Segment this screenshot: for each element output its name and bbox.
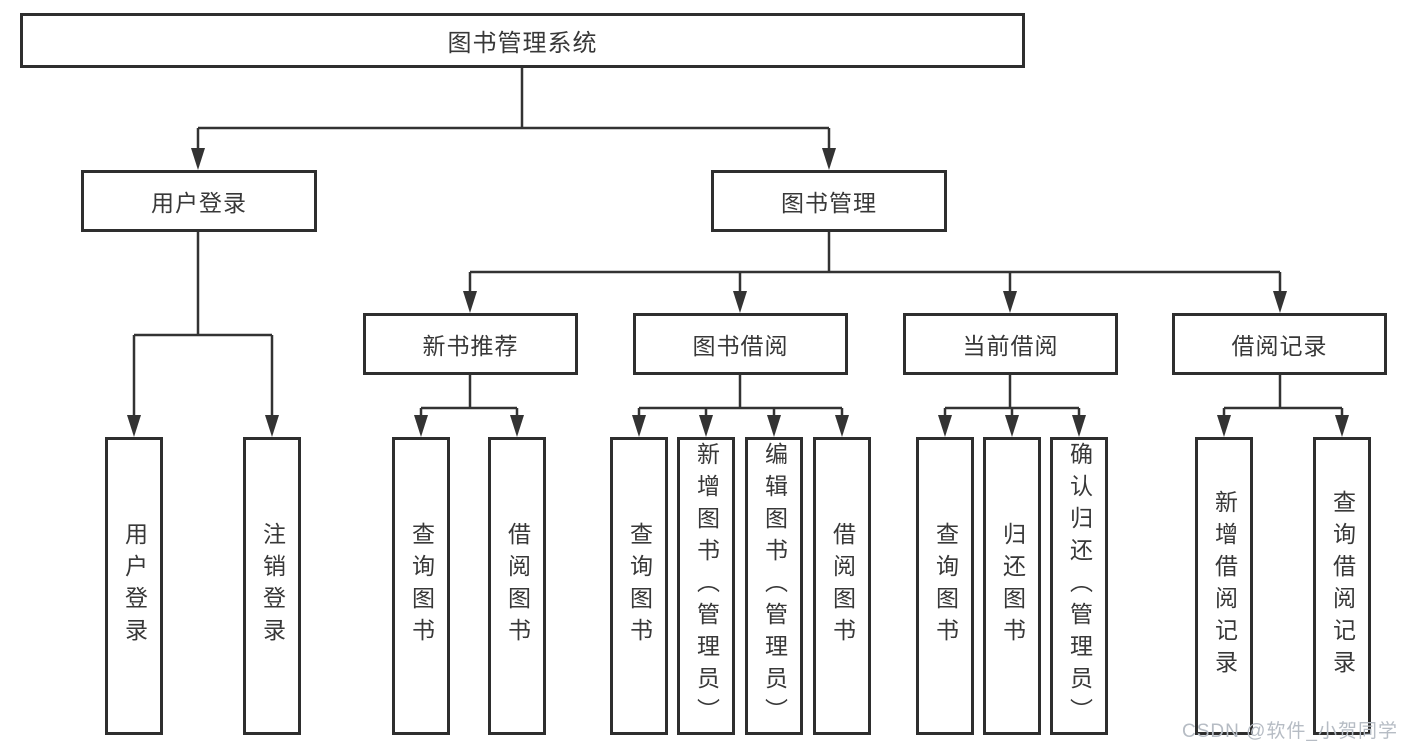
leaf-borrow-books-1: 借阅图书	[488, 437, 546, 735]
node-user-login: 用户登录	[81, 170, 317, 232]
leaf-confirm-return-admin-label: 确认归还（管理员）	[1066, 442, 1093, 730]
leaf-query-books-1: 查询图书	[392, 437, 450, 735]
leaf-return-books: 归还图书	[983, 437, 1041, 735]
leaf-borrow-books-2: 借阅图书	[813, 437, 871, 735]
leaf-query-books-3: 查询图书	[916, 437, 974, 735]
node-book-management: 图书管理	[711, 170, 947, 232]
node-root-label: 图书管理系统	[447, 30, 598, 57]
leaf-query-books-3-label: 查询图书	[932, 522, 959, 650]
watermark: CSDN @软件_小贺同学	[1182, 721, 1398, 742]
leaf-add-borrow-record-label: 新增借阅记录	[1211, 490, 1238, 682]
leaf-edit-book-admin-label: 编辑图书（管理员）	[761, 442, 788, 730]
node-book-borrow: 图书借阅	[633, 313, 848, 375]
node-book-borrow-label: 图书借阅	[692, 333, 789, 359]
leaf-query-borrow-record-label: 查询借阅记录	[1329, 490, 1356, 682]
node-book-management-label: 图书管理	[781, 190, 877, 216]
node-root: 图书管理系统	[20, 13, 1025, 68]
leaf-return-books-label: 归还图书	[999, 522, 1026, 650]
node-new-book-recommend: 新书推荐	[363, 313, 578, 375]
leaf-add-book-admin-label: 新增图书（管理员）	[693, 442, 720, 730]
node-user-login-label: 用户登录	[151, 190, 247, 216]
node-new-book-recommend-label: 新书推荐	[422, 333, 519, 359]
leaf-user-login-label: 用户登录	[121, 522, 148, 650]
leaf-add-book-admin: 新增图书（管理员）	[677, 437, 735, 735]
node-current-borrow: 当前借阅	[903, 313, 1118, 375]
leaf-query-books-1-label: 查询图书	[408, 522, 435, 650]
leaf-edit-book-admin: 编辑图书（管理员）	[745, 437, 803, 735]
node-current-borrow-label: 当前借阅	[962, 333, 1059, 359]
node-borrow-records: 借阅记录	[1172, 313, 1387, 375]
leaf-borrow-books-1-label: 借阅图书	[504, 522, 531, 650]
leaf-add-borrow-record: 新增借阅记录	[1195, 437, 1253, 735]
node-borrow-records-label: 借阅记录	[1231, 333, 1328, 359]
leaf-logout: 注销登录	[243, 437, 301, 735]
leaf-query-books-2: 查询图书	[610, 437, 668, 735]
leaf-logout-label: 注销登录	[259, 522, 286, 650]
leaf-borrow-books-2-label: 借阅图书	[829, 522, 856, 650]
leaf-confirm-return-admin: 确认归还（管理员）	[1050, 437, 1108, 735]
leaf-query-books-2-label: 查询图书	[626, 522, 653, 650]
arrowheads	[127, 148, 1349, 437]
leaf-user-login: 用户登录	[105, 437, 163, 735]
leaf-query-borrow-record: 查询借阅记录	[1313, 437, 1371, 735]
